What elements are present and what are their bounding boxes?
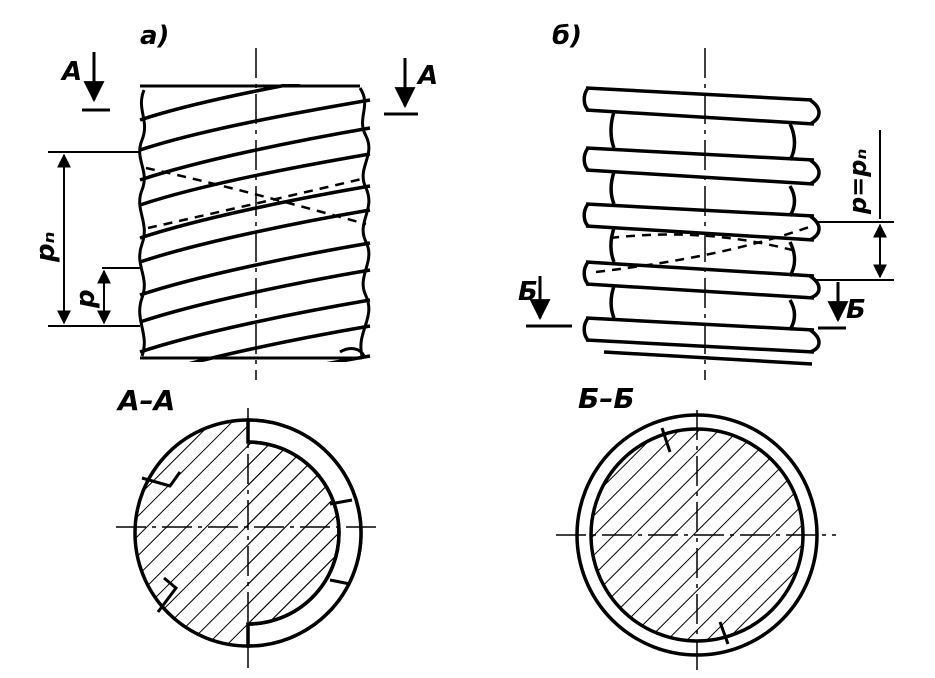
section-mark-b-left [526, 276, 572, 328]
dimension-lines-a [48, 151, 140, 327]
section-title-b: Б–Б [578, 382, 635, 415]
screw-body-b [582, 86, 821, 366]
section-title-a: A–A [116, 384, 175, 417]
dimension-lines-b [816, 130, 894, 281]
panel-a-label: a) [140, 21, 169, 51]
section-mark-a-left [82, 52, 110, 112]
screw-body-a [138, 84, 371, 362]
panel-a: a) A A [31, 21, 438, 672]
panel-b-label: б) [552, 21, 582, 51]
dim-label-pitch: p [71, 289, 101, 309]
section-letter-a-left: A [60, 57, 82, 87]
hidden-helix-b [595, 224, 813, 274]
dim-label-equal: p=pₙ [844, 149, 872, 215]
section-view-b [556, 410, 836, 674]
section-letter-b-right: Б [846, 295, 866, 325]
dim-label-lead: pₙ [31, 231, 61, 263]
section-letter-a-right: A [416, 61, 438, 91]
section-view-a [116, 408, 382, 672]
section-mark-a-right [384, 58, 418, 116]
section-letter-b-left: Б [518, 277, 538, 307]
hidden-helix-a [145, 166, 367, 230]
section-mark-b-right [818, 282, 849, 330]
panel-b: б) [518, 21, 894, 674]
